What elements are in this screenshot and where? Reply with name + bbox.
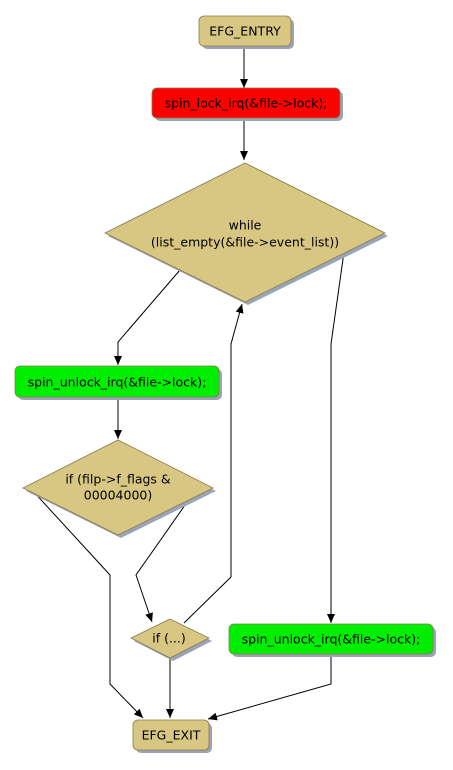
node-unlock-left-label: spin_unlock_irq(&file->lock); bbox=[28, 375, 207, 390]
edges bbox=[31, 46, 345, 721]
node-entry-label: EFG_ENTRY bbox=[209, 24, 281, 39]
node-exit-label: EFG_EXIT bbox=[142, 728, 201, 743]
node-unlock-right: spin_unlock_irq(&file->lock); bbox=[228, 623, 436, 657]
node-spin-lock-label: spin_lock_irq(&file->lock); bbox=[165, 96, 328, 111]
node-exit: EFG_EXIT bbox=[132, 719, 212, 753]
edge-unlock-right-to-exit bbox=[207, 655, 332, 721]
node-entry: EFG_ENTRY bbox=[198, 15, 294, 49]
node-if-dots-label: if (...) bbox=[152, 631, 186, 646]
node-while-line1: while bbox=[229, 218, 262, 233]
node-if-filp-line1: if (filp->f_flags & bbox=[65, 472, 171, 487]
edge-if-to-ifdots bbox=[135, 497, 191, 623]
node-spin-lock: spin_lock_irq(&file->lock); bbox=[151, 87, 343, 121]
node-unlock-left: spin_unlock_irq(&file->lock); bbox=[14, 365, 222, 400]
node-unlock-right-label: spin_unlock_irq(&file->lock); bbox=[242, 632, 421, 647]
edge-while-to-unlock-left bbox=[114, 269, 181, 365]
node-if-filp-line2: 00004000) bbox=[84, 488, 153, 503]
node-while-line2: (list_empty(&file->event_list)) bbox=[151, 235, 339, 250]
node-if-filp: if (filp->f_flags & 00004000) bbox=[22, 439, 216, 538]
edge-if-to-exit bbox=[31, 489, 144, 719]
edge-while-to-unlock-right bbox=[327, 251, 345, 623]
node-if-dots: if (...) bbox=[130, 618, 212, 661]
edge-ifdots-to-while bbox=[183, 303, 244, 624]
node-while: while (list_empty(&file->event_list)) bbox=[104, 162, 388, 305]
